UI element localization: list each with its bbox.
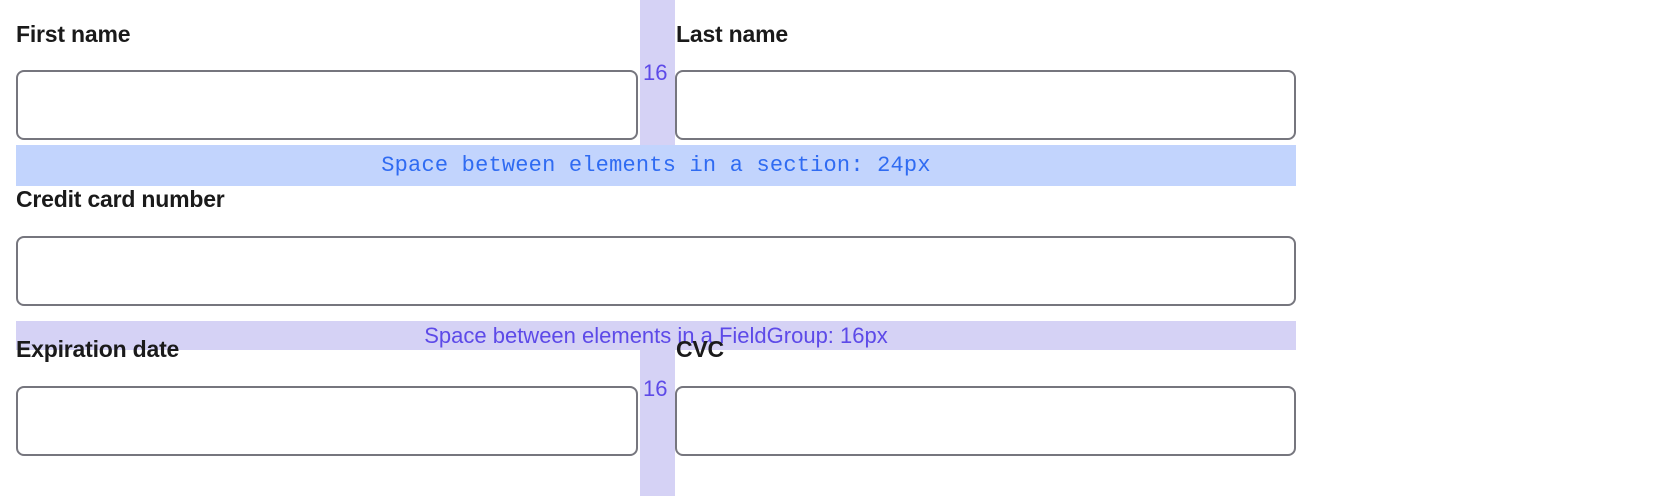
cvc-input[interactable] bbox=[675, 386, 1296, 456]
first-name-input[interactable] bbox=[16, 70, 638, 140]
section-spacing-band: Space between elements in a section: 24p… bbox=[16, 145, 1296, 186]
last-name-input[interactable] bbox=[675, 70, 1296, 140]
gap-marker-expiry-row bbox=[640, 350, 675, 496]
credit-card-number-input[interactable] bbox=[16, 236, 1296, 306]
cvc-label: CVC bbox=[676, 336, 724, 362]
gap-marker-expiry-row-label: 16 bbox=[643, 376, 668, 401]
first-name-label: First name bbox=[16, 21, 131, 47]
expiration-date-label: Expiration date bbox=[16, 336, 180, 362]
credit-card-number-label: Credit card number bbox=[16, 186, 225, 212]
expiration-date-input[interactable] bbox=[16, 386, 638, 456]
fieldgroup-spacing-band: Space between elements in a FieldGroup: … bbox=[16, 321, 1296, 350]
gap-marker-name-row bbox=[640, 0, 675, 145]
gap-marker-name-row-label: 16 bbox=[643, 60, 668, 85]
last-name-label: Last name bbox=[676, 21, 788, 47]
